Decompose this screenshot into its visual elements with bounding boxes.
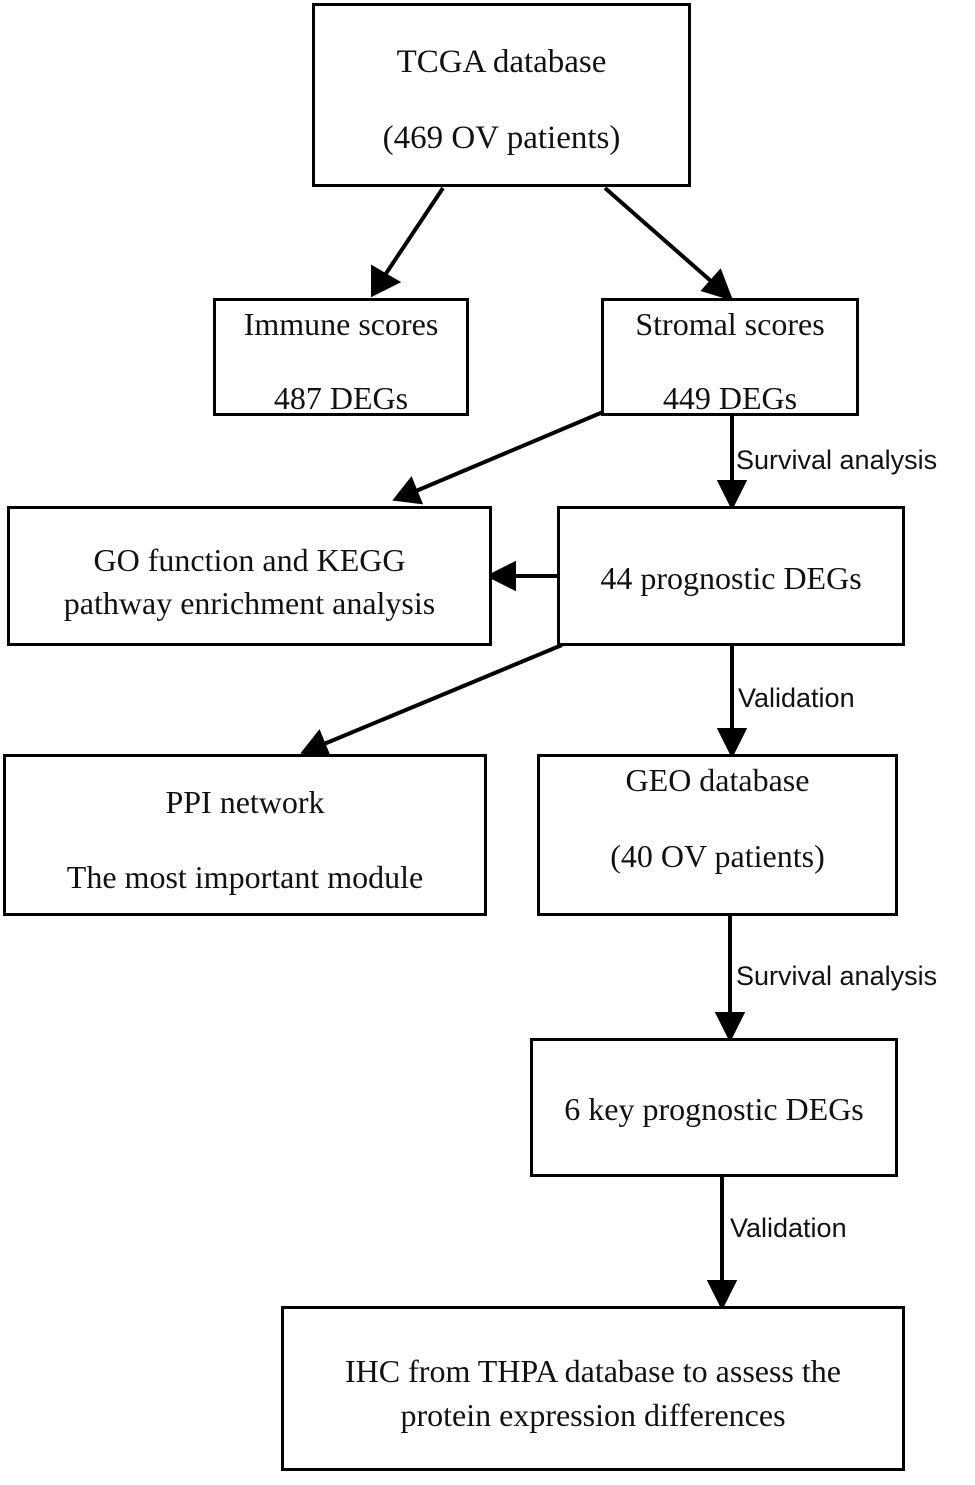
go-kegg-node: GO function and KEGG pathway enrichment … [7, 506, 492, 646]
geo-subtitle: (40 OV patients) [610, 838, 825, 874]
ihc-node: IHC from THPA database to assess the pro… [281, 1306, 905, 1471]
geo-database-node: GEO database (40 OV patients) [537, 754, 898, 916]
arrow-prognostic-to-ppi [323, 643, 563, 746]
edge-label-survival-analysis-1: Survival analysis [736, 445, 938, 475]
stromal-degs: 449 DEGs [662, 380, 798, 416]
stromal-scores-node: Stromal scores 449 DEGs [601, 298, 859, 416]
immune-degs: 487 DEGs [273, 380, 409, 416]
go-kegg-line1: GO function and KEGG [93, 542, 406, 578]
tcga-subtitle: (469 OV patients) [382, 120, 621, 156]
ihc-line1: IHC from THPA database to assess the [345, 1353, 841, 1389]
key-prognostic-degs-node: 6 key prognostic DEGs [530, 1038, 898, 1177]
prognostic-degs-node: 44 prognostic DEGs [557, 506, 905, 646]
arrow-tcga-to-immune [383, 186, 445, 277]
ppi-title: PPI network [165, 784, 325, 820]
edge-label-validation-1: Validation [738, 683, 855, 713]
immune-scores-node: Immune scores 487 DEGs [213, 298, 469, 416]
tcga-database-node: TCGA database (469 OV patients) [312, 3, 691, 187]
immune-title: Immune scores [243, 306, 439, 342]
tcga-title: TCGA database [396, 44, 607, 80]
prognostic-label: 44 prognostic DEGs [600, 560, 862, 596]
arrow-tcga-to-stromal [603, 186, 714, 284]
geo-title: GEO database [625, 762, 810, 798]
key-degs-label: 6 key prognostic DEGs [564, 1091, 864, 1127]
ihc-line2: protein expression differences [400, 1397, 786, 1433]
arrow-stromal-to-gokegg [415, 410, 604, 493]
edge-label-validation-2: Validation [730, 1213, 847, 1243]
ppi-network-node: PPI network The most important module [3, 754, 487, 916]
stromal-title: Stromal scores [635, 306, 825, 342]
edge-label-survival-analysis-2: Survival analysis [736, 961, 938, 991]
go-kegg-line2: pathway enrichment analysis [63, 585, 436, 621]
ppi-subtitle: The most important module [66, 859, 424, 895]
